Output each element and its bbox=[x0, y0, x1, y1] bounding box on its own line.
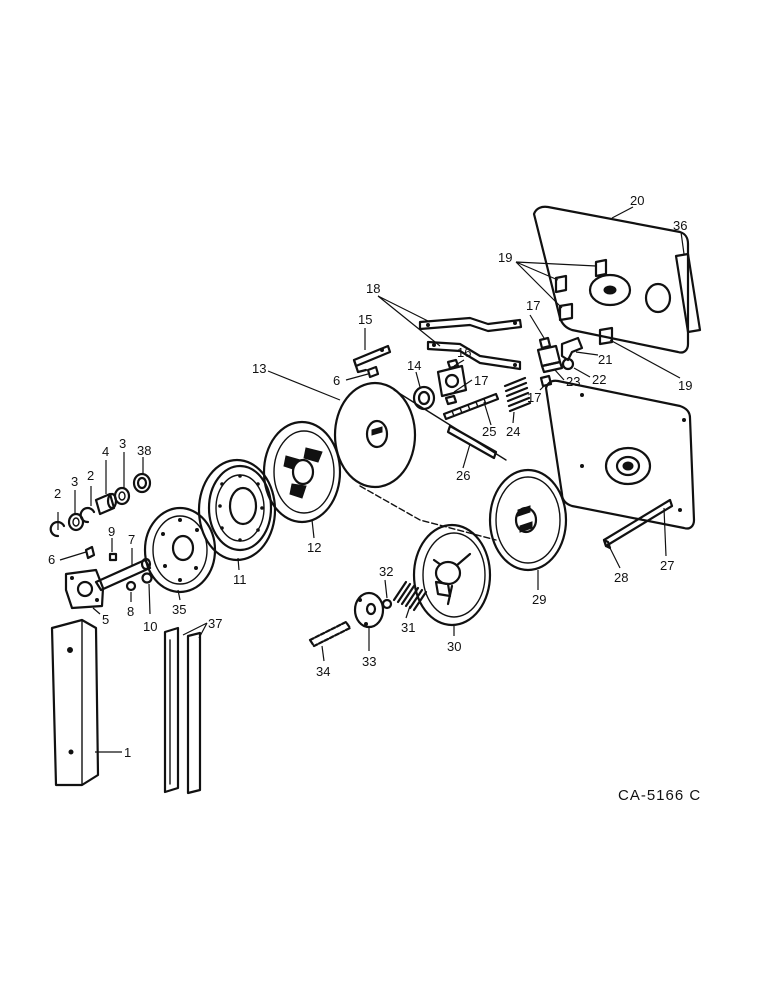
part-35-small-sheave bbox=[143, 506, 217, 594]
part-29-driven-sheave bbox=[488, 468, 568, 572]
callout-28: 28 bbox=[614, 570, 628, 585]
callout-30: 30 bbox=[447, 639, 461, 654]
callout-23: 23 bbox=[566, 374, 580, 389]
callout-2-right: 2 bbox=[87, 468, 94, 483]
callout-14: 14 bbox=[407, 358, 421, 373]
part-3-bearing-left bbox=[67, 512, 85, 532]
callout-20: 20 bbox=[630, 193, 644, 208]
part-10-ring bbox=[141, 572, 153, 584]
part-3-bearing-right bbox=[113, 486, 131, 506]
part-20-upper-panel bbox=[532, 205, 690, 354]
callout-6-left: 6 bbox=[48, 552, 55, 567]
callout-38: 38 bbox=[137, 443, 151, 458]
part-13-disc bbox=[333, 381, 417, 489]
part-15-lever-bracket bbox=[352, 344, 392, 374]
callout-19-upper: 19 bbox=[498, 250, 512, 265]
callout-17-upper: 17 bbox=[526, 298, 540, 313]
callout-1: 1 bbox=[124, 745, 131, 760]
part-7-shaft bbox=[94, 557, 152, 592]
callout-17-mid: 17 bbox=[474, 373, 488, 388]
part-2-snap-ring-left bbox=[49, 520, 66, 538]
callout-12: 12 bbox=[307, 540, 321, 555]
part-30-spoked-sheave bbox=[412, 523, 492, 627]
callout-15: 15 bbox=[358, 312, 372, 327]
part-23-block bbox=[536, 344, 564, 374]
part-19-brackets bbox=[554, 258, 614, 346]
part-6-fitting-upper bbox=[366, 365, 380, 379]
callout-31: 31 bbox=[401, 620, 415, 635]
part-12-spoked-sheave bbox=[262, 420, 342, 524]
callout-7: 7 bbox=[128, 532, 135, 547]
part-18-linkage-arms bbox=[418, 316, 523, 371]
part-37-strips bbox=[163, 626, 202, 795]
callout-29: 29 bbox=[532, 592, 546, 607]
callout-37: 37 bbox=[208, 616, 222, 631]
callout-19-lower: 19 bbox=[678, 378, 692, 393]
callout-22: 22 bbox=[592, 372, 606, 387]
part-24-spring bbox=[503, 376, 532, 413]
part-11-large-sheave bbox=[197, 458, 277, 562]
callout-32: 32 bbox=[379, 564, 393, 579]
callout-21: 21 bbox=[598, 352, 612, 367]
callout-labels: 1 37 2 3 2 4 3 38 6 5 7 9 8 10 35 11 12 … bbox=[48, 193, 692, 760]
callout-36: 36 bbox=[673, 218, 687, 233]
callout-8: 8 bbox=[127, 604, 134, 619]
callout-17-lower: 17 bbox=[527, 390, 541, 405]
callout-13: 13 bbox=[252, 361, 266, 376]
callout-5: 5 bbox=[102, 612, 109, 627]
part-36-side-strip bbox=[674, 252, 702, 334]
callout-4: 4 bbox=[102, 444, 109, 459]
part-31-spring bbox=[392, 580, 428, 612]
part-34-pin bbox=[308, 620, 352, 648]
callout-26: 26 bbox=[456, 468, 470, 483]
part-4-bushing bbox=[94, 492, 118, 516]
callout-9: 9 bbox=[108, 524, 115, 539]
callout-25: 25 bbox=[482, 424, 496, 439]
part-1-support-channel bbox=[50, 618, 100, 787]
part-26-flat-bar bbox=[446, 424, 498, 460]
callout-2-left: 2 bbox=[54, 486, 61, 501]
part-14-bearing bbox=[412, 385, 436, 411]
part-21-clip bbox=[560, 336, 584, 362]
part-2-snap-ring-right bbox=[79, 506, 96, 524]
callout-16: 16 bbox=[457, 345, 471, 360]
part-9-pin bbox=[108, 552, 118, 562]
part-16-pillow-block bbox=[436, 358, 468, 406]
part-38-seal bbox=[132, 472, 152, 494]
part-25-threaded-rod bbox=[442, 392, 500, 421]
callout-10: 10 bbox=[143, 619, 157, 634]
drawing-code: CA-5166 C bbox=[618, 787, 701, 804]
part-5-flange-housing bbox=[64, 568, 105, 610]
part-33-flange-plate bbox=[353, 591, 385, 629]
leader-lines bbox=[57, 206, 685, 753]
callout-34: 34 bbox=[316, 664, 330, 679]
part-22-washer bbox=[561, 357, 575, 371]
callout-6-upper: 6 bbox=[333, 373, 340, 388]
callout-18: 18 bbox=[366, 281, 380, 296]
callout-35: 35 bbox=[172, 602, 186, 617]
part-17-nut-upper bbox=[538, 336, 552, 350]
callout-11: 11 bbox=[233, 572, 247, 587]
callout-33: 33 bbox=[362, 654, 376, 669]
callout-3-right: 3 bbox=[119, 436, 126, 451]
part-8-washer bbox=[125, 580, 137, 592]
belt bbox=[359, 389, 507, 541]
callout-27: 27 bbox=[660, 558, 674, 573]
callout-24: 24 bbox=[506, 424, 520, 439]
part-27-lower-panel bbox=[544, 379, 696, 530]
part-6-grease-fitting bbox=[84, 545, 96, 560]
part-17-nut-lower bbox=[539, 374, 553, 388]
part-32-washer bbox=[381, 598, 393, 610]
callout-3-left: 3 bbox=[71, 474, 78, 489]
